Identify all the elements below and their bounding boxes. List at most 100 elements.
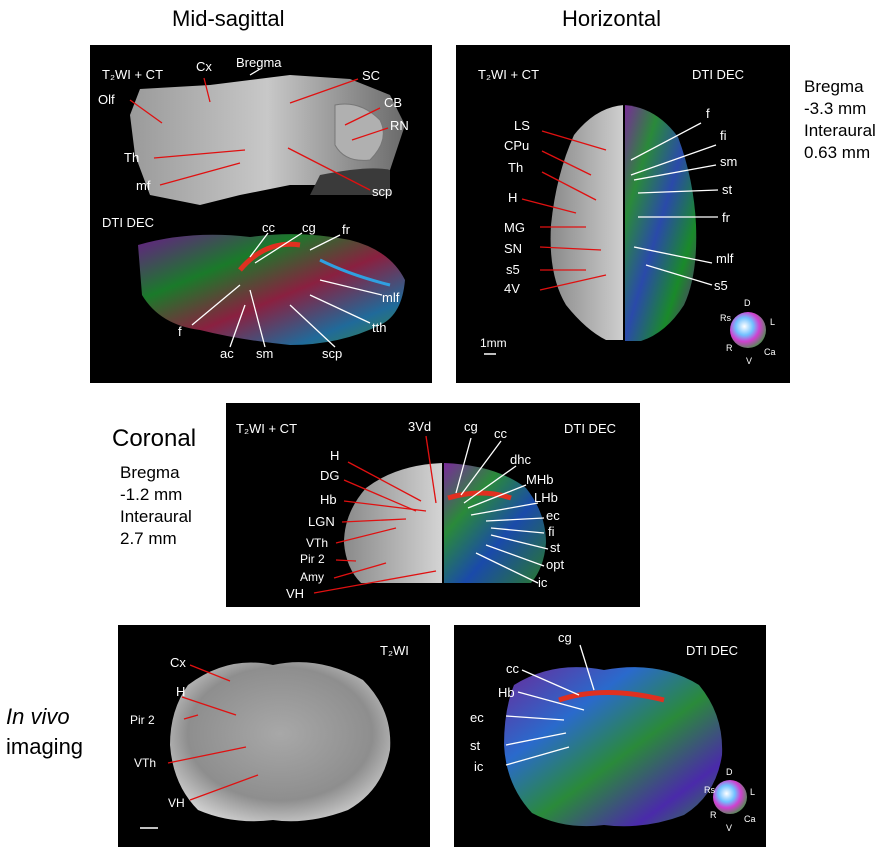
- label-th: Th: [124, 150, 140, 165]
- label-3vd: 3Vd: [408, 419, 432, 434]
- label-h: H: [330, 448, 340, 463]
- label-mlf: mlf: [716, 251, 734, 266]
- label-ac: ac: [220, 346, 234, 361]
- modality-dti: DTI DEC: [692, 67, 744, 82]
- label-dhc: dhc: [510, 452, 531, 467]
- label-f: f: [178, 324, 182, 339]
- sphere-label-d: D: [744, 298, 751, 308]
- label-lhb: LHb: [534, 490, 558, 505]
- horizontal-image: [484, 103, 766, 355]
- sphere-label-v: V: [746, 356, 753, 366]
- label-rn: RN: [390, 118, 409, 133]
- label-s5-r: s5: [714, 278, 728, 293]
- label-pir2: Pir 2: [130, 713, 155, 727]
- label-h: H: [508, 190, 518, 205]
- label-olf: Olf: [98, 92, 115, 107]
- heading-imaging: imaging: [6, 734, 84, 759]
- orientation-sphere-icon: [713, 780, 747, 814]
- heading-in-vivo: In vivo: [6, 704, 70, 729]
- label-f: f: [706, 106, 710, 121]
- label-ls: LS: [514, 118, 530, 133]
- panel-horizontal: T₂WI + CT DTI DEC LS CPu Th H MG SN s5 4…: [456, 45, 790, 383]
- label-mhb: MHb: [526, 472, 554, 487]
- label-cc: cc: [262, 220, 275, 235]
- label-ic: ic: [474, 759, 484, 774]
- invivo-t2-image: [140, 662, 391, 829]
- label-pir2: Pir 2: [300, 552, 325, 566]
- label-fi: fi: [548, 524, 555, 539]
- horizontal-bregma-note: Bregma -3.3 mm Interaural 0.63 mm: [804, 77, 876, 162]
- label-cb: CB: [384, 95, 403, 110]
- label-mg: MG: [504, 220, 525, 235]
- label-ec: ec: [470, 710, 484, 725]
- coronal-image: [313, 435, 549, 594]
- heading-horizontal: Horizontal: [562, 6, 662, 31]
- label-ec: ec: [546, 508, 560, 523]
- label-cc: cc: [494, 426, 507, 441]
- label-amy: Amy: [300, 570, 324, 584]
- modality-dti: DTI DEC: [564, 421, 616, 436]
- label-st: st: [550, 540, 561, 555]
- panel-invivo-t2: T₂WI Cx H Pir 2 VTh VH: [118, 625, 430, 847]
- label-th: Th: [508, 160, 524, 175]
- modality-t2-ct: T₂WI + CT: [236, 421, 298, 436]
- label-st: st: [722, 182, 733, 197]
- label-sn: SN: [504, 241, 523, 256]
- orientation-sphere-icon: [730, 312, 766, 348]
- label-fr: fr: [722, 210, 730, 225]
- label-cx: Cx: [170, 655, 186, 670]
- label-ic: ic: [538, 575, 548, 590]
- label-hb: Hb: [498, 685, 515, 700]
- heading-coronal: Coronal: [112, 425, 197, 452]
- sphere-label-l: L: [750, 787, 756, 797]
- label-tth: tth: [372, 320, 387, 335]
- label-vth: VTh: [134, 756, 157, 770]
- label-sm: sm: [720, 154, 738, 169]
- modality-t2-ct: T₂WI + CT: [102, 67, 164, 82]
- modality-t2: T₂WI: [380, 643, 409, 658]
- label-vh: VH: [168, 796, 185, 810]
- label-scp: scp: [372, 184, 393, 199]
- label-mlf: mlf: [382, 290, 400, 305]
- sagittal-image: [129, 68, 405, 348]
- label-cc: cc: [506, 661, 519, 676]
- sphere-label-ca: Ca: [764, 347, 776, 357]
- scale-bar-label: 1mm: [480, 336, 507, 350]
- panel-mid-sagittal: T₂WI + CT DTI DEC Olf Cx Bregma SC CB RN…: [90, 45, 432, 383]
- label-sm: sm: [256, 346, 274, 361]
- label-s5: s5: [506, 262, 520, 277]
- coronal-bregma-note: Bregma -1.2 mm Interaural 2.7 mm: [120, 463, 192, 548]
- modality-dti: DTI DEC: [686, 643, 738, 658]
- panel-invivo-dti: DTI DEC cg cc Hb ec st ic D Rs L R Ca V: [454, 625, 766, 847]
- label-dg: DG: [320, 468, 340, 483]
- sphere-label-rs: Rs: [704, 785, 715, 795]
- label-opt: opt: [546, 557, 565, 572]
- invivo-dti-image: [504, 644, 747, 827]
- modality-t2-ct: T₂WI + CT: [478, 67, 540, 82]
- label-sc: SC: [362, 68, 381, 83]
- sphere-label-r: R: [726, 343, 733, 353]
- heading-mid-sagittal: Mid-sagittal: [172, 6, 285, 31]
- sphere-label-ca: Ca: [744, 814, 756, 824]
- label-cx: Cx: [196, 59, 212, 74]
- label-hb: Hb: [320, 492, 337, 507]
- label-h: H: [176, 684, 186, 699]
- sphere-label-rs: Rs: [720, 313, 731, 323]
- label-cg: cg: [464, 419, 478, 434]
- label-fi: fi: [720, 128, 727, 143]
- sphere-label-l: L: [770, 317, 776, 327]
- label-cpu: CPu: [504, 138, 530, 153]
- sphere-label-v: V: [726, 823, 733, 833]
- label-cg: cg: [558, 630, 572, 645]
- label-scp-dti: scp: [322, 346, 343, 361]
- label-mf: mf: [136, 178, 151, 193]
- modality-dti: DTI DEC: [102, 215, 154, 230]
- label-vth: VTh: [306, 536, 329, 550]
- label-lgn: LGN: [308, 514, 335, 529]
- panel-coronal: T₂WI + CT DTI DEC H DG Hb LGN VTh Pir 2 …: [226, 403, 640, 607]
- label-cg: cg: [302, 220, 316, 235]
- sphere-label-d: D: [726, 767, 733, 777]
- sphere-label-r: R: [710, 810, 717, 820]
- label-4v: 4V: [504, 281, 520, 296]
- label-fr: fr: [342, 222, 350, 237]
